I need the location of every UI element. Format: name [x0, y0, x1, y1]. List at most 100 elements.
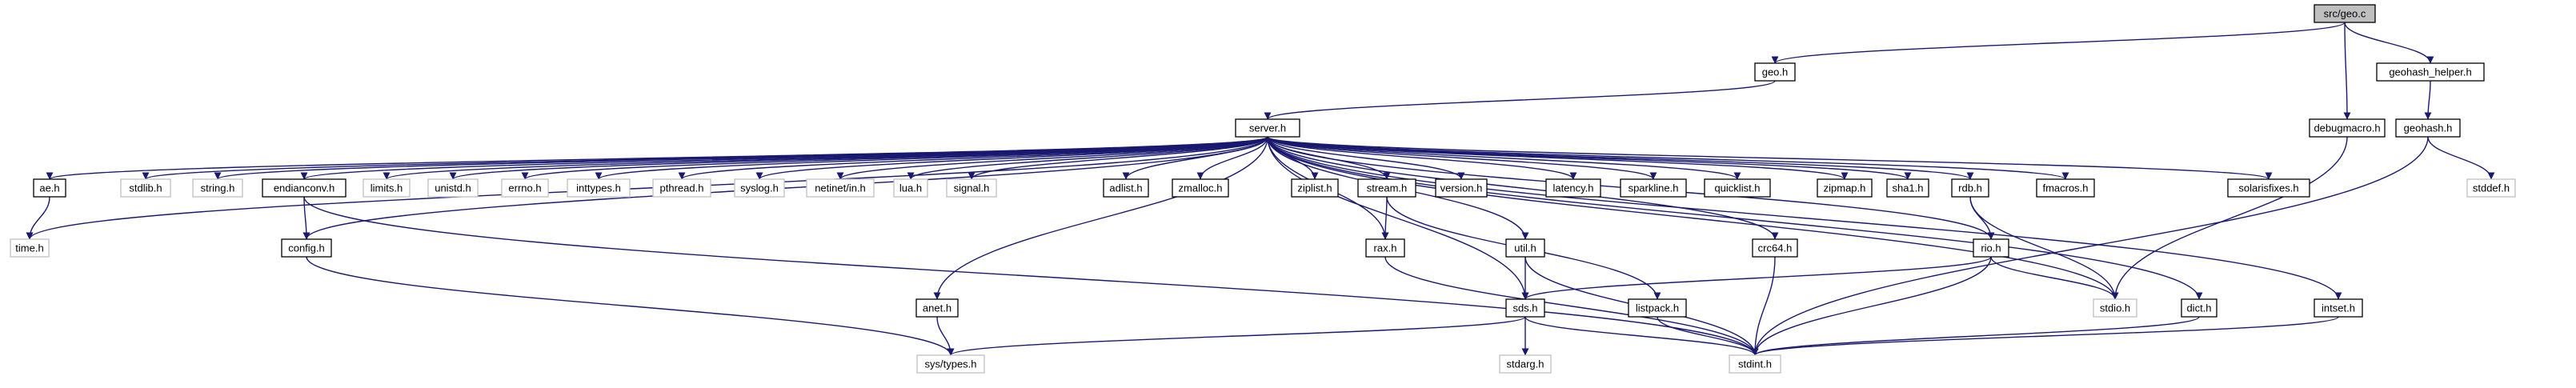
edge-server_h-to-sds_h: [1267, 136, 1529, 300]
node-label: limits.h: [371, 182, 403, 194]
node-stdarg-h: stdarg.h: [1499, 354, 1552, 374]
node-box: [262, 178, 347, 198]
edge-line: [26, 136, 1268, 240]
node-ae-h[interactable]: ae.h: [33, 178, 66, 198]
edge-line: [1751, 256, 1992, 356]
node-rax-h[interactable]: rax.h: [1365, 238, 1405, 258]
edge-geohash_helper_h-to-geohash_h: [2424, 80, 2432, 120]
edge-geohash_h-to-stdint_h: [1751, 136, 2429, 356]
node-latency-h[interactable]: latency.h: [1545, 178, 1601, 198]
node-label: src/geo.c: [2324, 8, 2366, 20]
node-solarisfixes-h[interactable]: solarisfixes.h: [2227, 178, 2310, 198]
node-signal-h: signal.h: [946, 178, 997, 198]
node-label: geo.h: [1762, 66, 1789, 78]
edge-line: [2427, 136, 2495, 180]
node-rio-h[interactable]: rio.h: [1973, 238, 2009, 258]
node-box: [1499, 354, 1552, 374]
node-label: netinet/in.h: [815, 182, 866, 194]
edge-server_h-to-time_h: [26, 136, 1268, 240]
edge-line: [907, 136, 1268, 180]
node-box: [2395, 118, 2461, 138]
node-label: listpack.h: [1636, 302, 1679, 314]
node-listpack-h[interactable]: listpack.h: [1628, 298, 1687, 318]
edge-line: [1990, 256, 2119, 300]
node-box: [806, 178, 875, 198]
edge-server_h-to-fmacros_h: [1267, 136, 2069, 180]
node-box: [2093, 298, 2137, 318]
node-intset-h[interactable]: intset.h: [2314, 298, 2363, 318]
node-geo-c: src/geo.c: [2314, 4, 2376, 23]
node-stdio-h: stdio.h: [2093, 298, 2137, 318]
node-box: [1172, 178, 1229, 198]
node-lua-h: lua.h: [893, 178, 928, 198]
node-label: string.h: [201, 182, 235, 194]
node-label: stddef.h: [2473, 182, 2510, 194]
node-sha1-h[interactable]: sha1.h: [1886, 178, 1929, 198]
edge-line: [1751, 256, 1776, 356]
node-label: stream.h: [1367, 182, 1408, 194]
node-limits-h: limits.h: [363, 178, 411, 198]
edge-line: [1267, 136, 2119, 300]
node-server-h[interactable]: server.h: [1235, 118, 1300, 138]
edge-rax_h-to-stdint_h: [1384, 256, 1759, 356]
node-box: [1620, 178, 1687, 198]
node-label: syslog.h: [740, 182, 779, 194]
node-geohash-h[interactable]: geohash.h: [2395, 118, 2461, 138]
node-label: sys/types.h: [924, 358, 976, 370]
edge-line: [2424, 80, 2432, 120]
node-box: [1704, 178, 1771, 198]
edge-line: [1969, 196, 2119, 300]
edge-line: [1267, 136, 1974, 180]
node-fmacros-h[interactable]: fmacros.h: [2036, 178, 2095, 198]
node-sds-h[interactable]: sds.h: [1505, 298, 1545, 318]
edge-geo_c-to-debugmacro_h: [2343, 22, 2351, 120]
node-geohash-helper-h[interactable]: geohash_helper.h: [2376, 62, 2485, 82]
node-crc64-h[interactable]: crc64.h: [1752, 238, 1798, 258]
node-label: geohash_helper.h: [2389, 66, 2471, 78]
edge-line: [303, 196, 1759, 356]
node-endianconv-h[interactable]: endianconv.h: [262, 178, 347, 198]
edge-line: [2344, 22, 2434, 64]
node-label: util.h: [1514, 242, 1536, 254]
edge-endianconv_h-to-stdint_h: [303, 196, 1759, 356]
node-util-h[interactable]: util.h: [1505, 238, 1545, 258]
edge-line: [214, 136, 1268, 180]
node-debugmacro-h[interactable]: debugmacro.h: [2309, 118, 2386, 138]
node-config-h[interactable]: config.h: [281, 238, 332, 258]
edge-line: [1267, 136, 1577, 180]
node-label: sparkline.h: [1629, 182, 1679, 194]
edge-line: [1384, 256, 1759, 356]
node-pthread-h: pthread.h: [652, 178, 711, 198]
node-syslog-h: syslog.h: [734, 178, 785, 198]
node-adlist-h[interactable]: adlist.h: [1103, 178, 1149, 198]
node-stream-h[interactable]: stream.h: [1357, 178, 1416, 198]
edge-line: [1751, 316, 2200, 356]
node-label: lua.h: [899, 182, 922, 194]
node-rdb-h[interactable]: rdb.h: [1951, 178, 1989, 198]
node-box: [2309, 118, 2386, 138]
node-ziplist-h[interactable]: ziplist.h: [1291, 178, 1339, 198]
node-dict-h[interactable]: dict.h: [2181, 298, 2217, 318]
node-box: [1103, 178, 1149, 198]
edge-ae_h-to-time_h: [26, 196, 50, 240]
node-sparkline-h[interactable]: sparkline.h: [1620, 178, 1687, 198]
node-geo-h[interactable]: geo.h: [1754, 62, 1796, 82]
edge-line: [968, 136, 1268, 180]
node-zmalloc-h[interactable]: zmalloc.h: [1172, 178, 1229, 198]
node-anet-h[interactable]: anet.h: [915, 298, 959, 318]
node-version-h[interactable]: version.h: [1435, 178, 1488, 198]
node-box: [915, 298, 959, 318]
edge-line: [1267, 136, 1779, 240]
edge-layer: [26, 22, 2495, 356]
edge-server_h-to-dict_h: [1267, 136, 2203, 300]
node-label: ziplist.h: [1297, 182, 1332, 194]
node-quicklist-h[interactable]: quicklist.h: [1704, 178, 1771, 198]
edge-rio_h-to-sds_h: [1521, 256, 1992, 300]
node-box: [2466, 178, 2516, 198]
node-box: [2036, 178, 2095, 198]
edge-rio_h-to-stdint_h: [1751, 256, 1992, 356]
node-zipmap-h[interactable]: zipmap.h: [1817, 178, 1873, 198]
node-label: version.h: [1440, 182, 1483, 194]
edge-server_h-to-lua_h: [907, 136, 1268, 180]
